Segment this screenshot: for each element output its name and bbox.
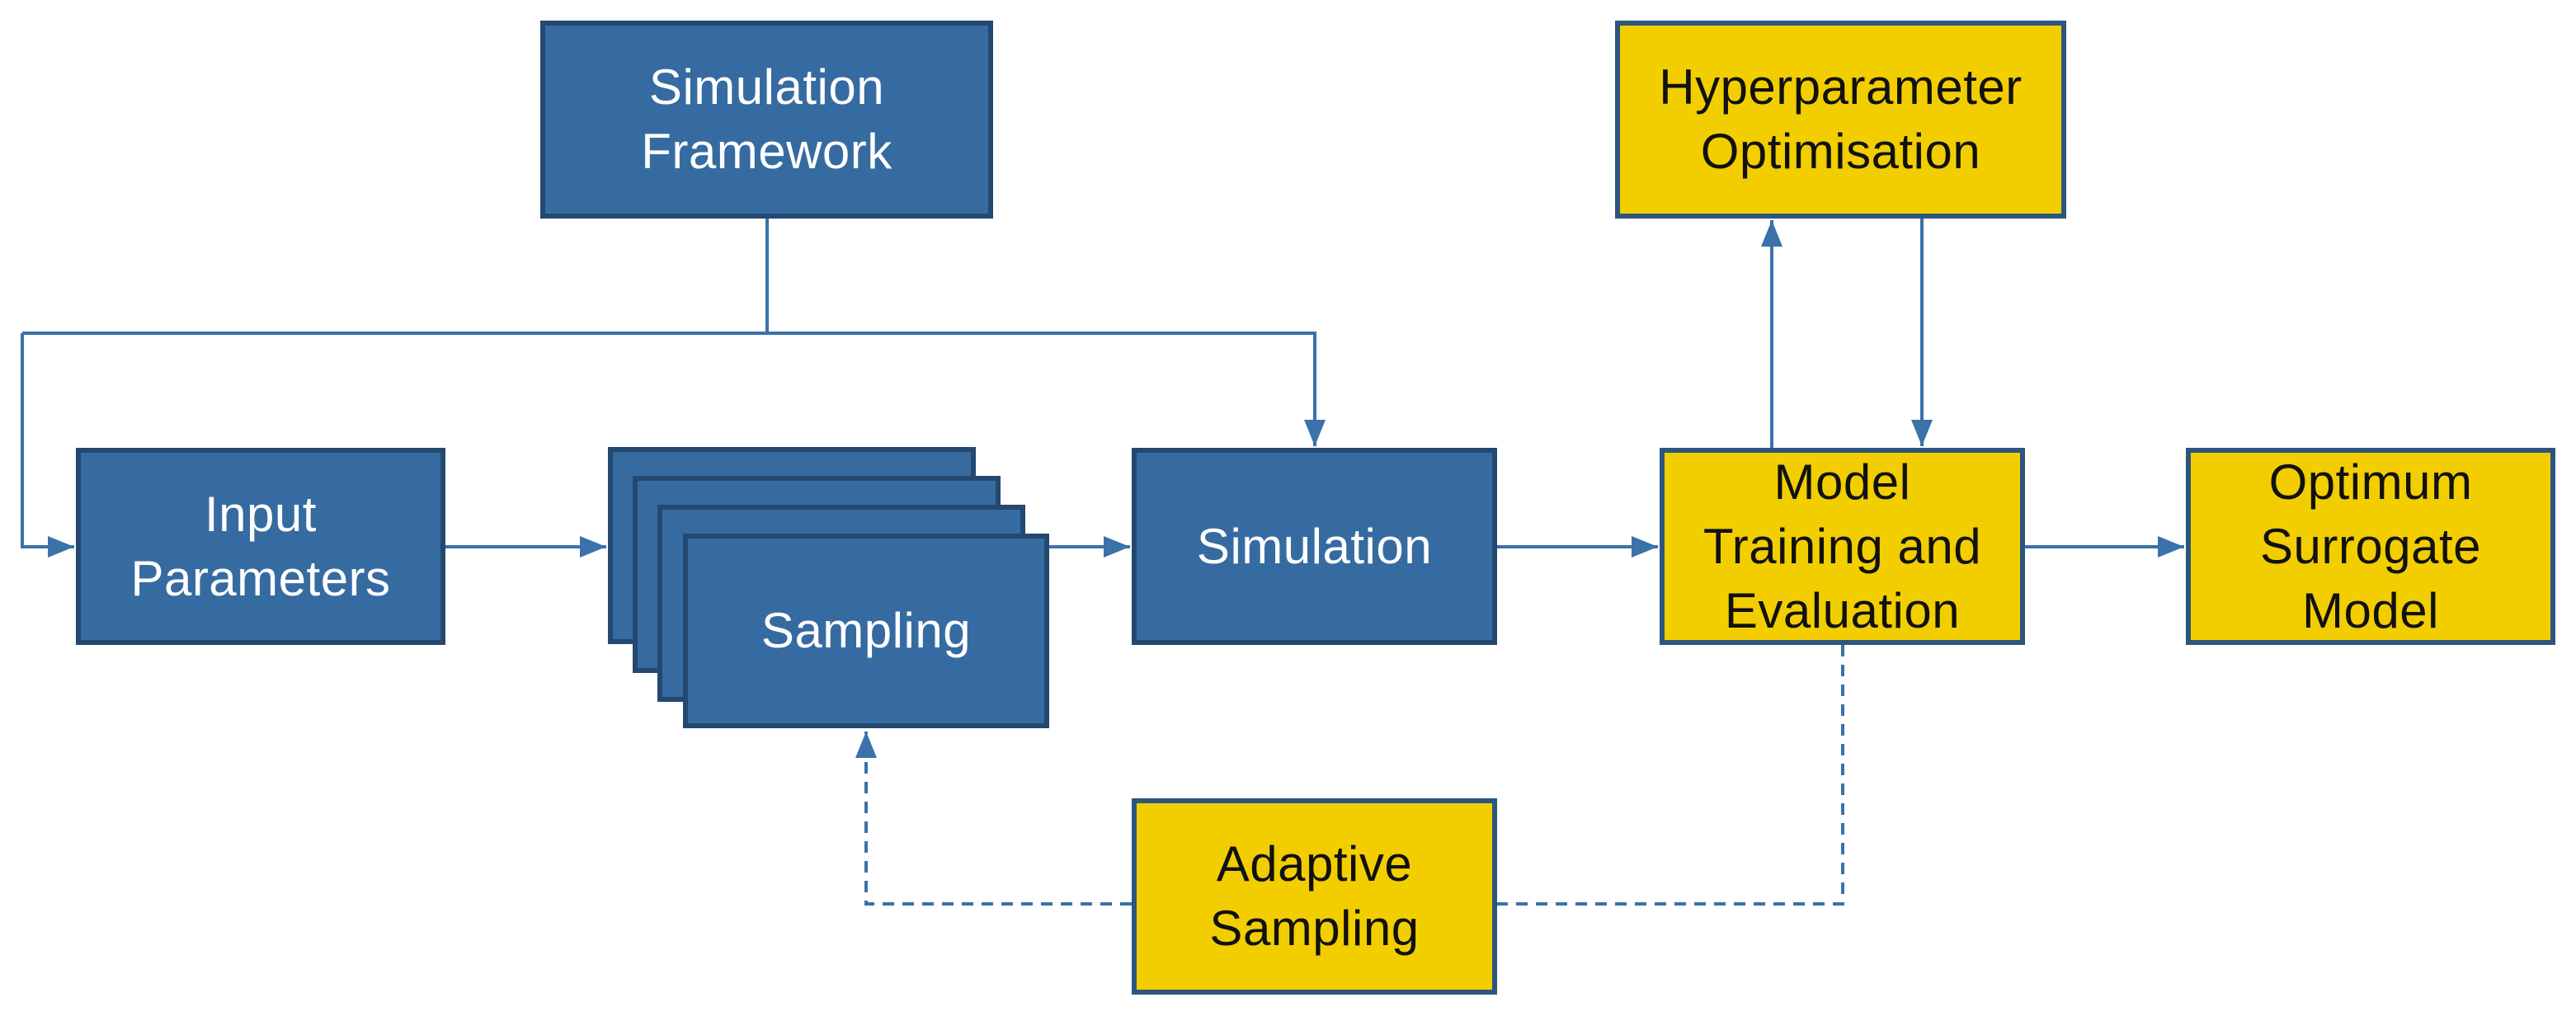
node-label-line: Model — [1773, 454, 1911, 510]
node-label-line: Sampling — [761, 603, 972, 658]
node-label-line: Hyperparameter — [1659, 59, 2023, 115]
node-label-line: Simulation — [648, 59, 885, 115]
node-label-line: Evaluation — [1724, 582, 1961, 638]
node-label-line: Training and — [1702, 518, 1982, 574]
connector-trunk-to-simulation — [22, 332, 1326, 446]
node-sampling: Sampling — [683, 534, 1049, 728]
node-optimum-surrogate-model: Optimum Surrogate Model — [2186, 448, 2555, 645]
node-label-line: Surrogate — [2260, 518, 2481, 574]
connector-trunk-to-input-parameters — [21, 333, 74, 558]
node-label-line: Adaptive — [1216, 836, 1413, 892]
node-label-line: Input — [205, 486, 317, 542]
connector-model-to-sampling-adaptive — [855, 645, 1844, 906]
node-simulation: Simulation — [1132, 448, 1497, 645]
node-label-line: Sampling — [1209, 901, 1420, 956]
node-label-line: Optimisation — [1700, 124, 1981, 179]
node-label-line: Simulation — [1196, 518, 1433, 574]
node-label-line: Parameters — [130, 550, 391, 606]
node-label-line: Framework — [641, 124, 892, 179]
node-label-line: Model — [2302, 582, 2439, 638]
node-simulation-framework: Simulation Framework — [540, 21, 993, 219]
node-input-parameters: Input Parameters — [76, 448, 445, 645]
node-label-line: Optimum — [2268, 454, 2473, 510]
node-model-training-evaluation: Model Training and Evaluation — [1660, 448, 2025, 645]
node-adaptive-sampling: Adaptive Sampling — [1132, 798, 1497, 995]
node-hyperparameter-optimisation: Hyperparameter Optimisation — [1615, 21, 2066, 219]
